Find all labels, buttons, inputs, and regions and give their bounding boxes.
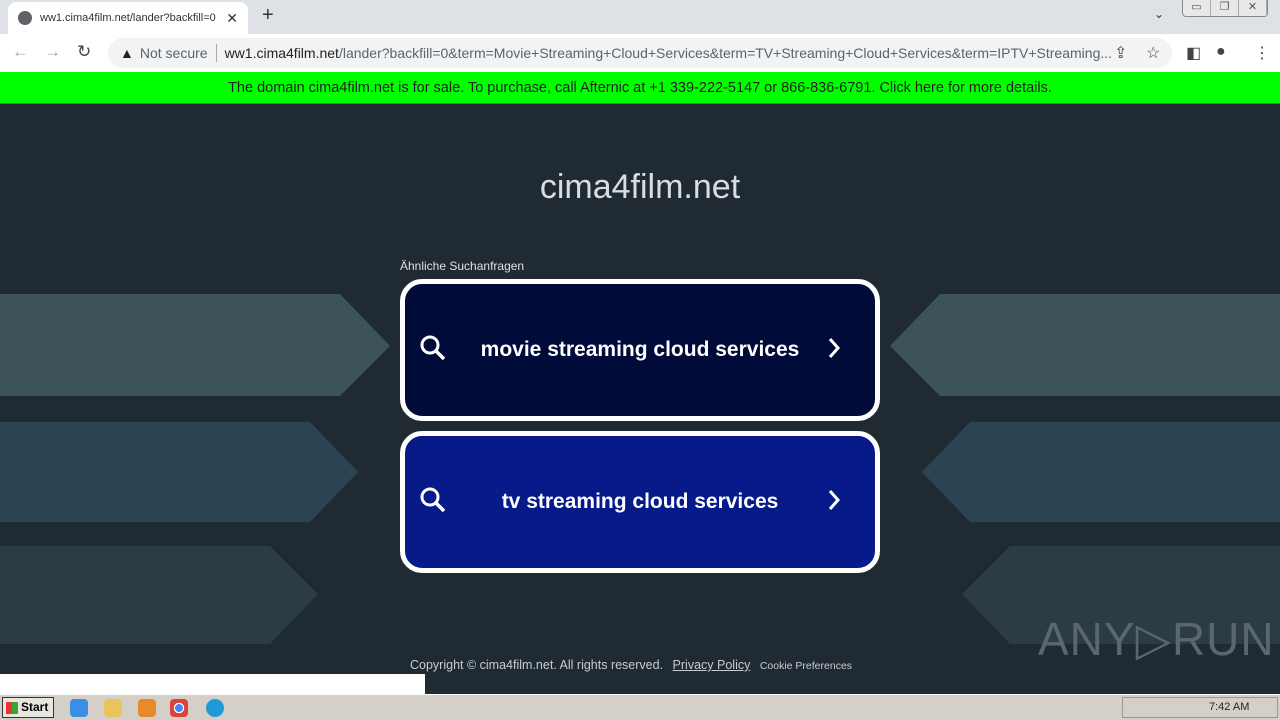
domain-title: cima4film.net	[539, 168, 741, 206]
clock[interactable]: 7:42 AM	[1209, 701, 1250, 713]
privacy-policy-link[interactable]: Privacy Policy	[672, 658, 751, 672]
divider	[215, 44, 217, 62]
globe-icon	[18, 11, 32, 25]
bg-arrow	[0, 294, 390, 396]
chrome-icon[interactable]	[170, 699, 188, 717]
taskbar: Start 7:42 AM	[0, 694, 1280, 720]
related-searches-label: Ähnliche Suchanfragen	[400, 259, 525, 273]
explorer-icon[interactable]	[104, 699, 122, 717]
tab-bar: ww1.cima4film.net/lander?backfill=0 ✕ + …	[0, 0, 1280, 34]
tab-search-chevron-icon[interactable]: ⌄	[1154, 7, 1165, 21]
bg-arrow	[922, 422, 1280, 522]
system-tray: 7:42 AM	[1122, 697, 1278, 718]
menu-icon[interactable]: ⋮	[1254, 45, 1270, 62]
search-result-button[interactable]: tv streaming cloud services	[400, 431, 880, 573]
tab-title: ww1.cima4film.net/lander?backfill=0	[40, 12, 216, 24]
browser-tab[interactable]: ww1.cima4film.net/lander?backfill=0 ✕	[8, 2, 248, 34]
search-icon	[420, 487, 446, 513]
bg-arrow	[890, 294, 1280, 396]
start-button[interactable]: Start	[2, 697, 54, 718]
bg-arrow	[962, 546, 1280, 644]
chevron-right-icon	[828, 490, 841, 510]
result-label: tv streaming cloud services	[501, 490, 779, 513]
close-window-button[interactable]: ✕	[1239, 0, 1267, 16]
cookie-preferences-link[interactable]: Cookie Preferences	[759, 660, 853, 672]
restore-button[interactable]: ❐	[1211, 0, 1239, 16]
domain-for-sale-banner[interactable]: The domain cima4film.net is for sale. To…	[0, 72, 1280, 104]
new-tab-button[interactable]: +	[262, 4, 274, 26]
reload-icon[interactable]: ↻	[77, 42, 92, 61]
side-panel-icon[interactable]: ◧	[1186, 45, 1202, 62]
minimize-button[interactable]: ▭	[1183, 0, 1211, 16]
back-icon[interactable]: ←	[12, 42, 29, 61]
close-tab-icon[interactable]: ✕	[226, 9, 238, 26]
chevron-right-icon	[828, 338, 841, 358]
status-bar	[0, 674, 425, 694]
browser-toolbar: ← → ↻ ▲ Not secure ww1.cima4film.net/lan…	[0, 34, 1280, 72]
anyrun-watermark-logo: ANY▷RUN	[1038, 613, 1275, 665]
url-path: /lander?backfill=0&term=Movie+Streaming+…	[338, 45, 1113, 61]
media-player-icon[interactable]	[138, 699, 156, 717]
address-bar[interactable]: ▲ Not secure ww1.cima4film.net/lander?ba…	[108, 38, 1172, 68]
warning-icon[interactable]: ▲	[120, 45, 134, 61]
profile-avatar-icon[interactable]: ●	[1216, 43, 1226, 60]
security-label[interactable]: Not secure	[139, 45, 208, 61]
result-label: movie streaming cloud services	[480, 338, 800, 361]
copyright-text: Copyright © cima4film.net. All rights re…	[410, 658, 664, 672]
search-result-button[interactable]: movie streaming cloud services	[400, 279, 880, 421]
search-icon	[420, 335, 446, 361]
bg-arrow	[0, 422, 358, 522]
bookmark-star-icon[interactable]: ☆	[1146, 45, 1161, 62]
window-controls: ▭❐✕	[1182, 0, 1268, 17]
footer: Copyright © cima4film.net. All rights re…	[410, 658, 852, 672]
url-host: ww1.cima4film.net	[224, 45, 339, 61]
edge-icon[interactable]	[206, 699, 224, 717]
forward-icon[interactable]: →	[44, 42, 61, 61]
share-icon[interactable]: ⇪	[1114, 45, 1128, 62]
ie-icon[interactable]	[70, 699, 88, 717]
bg-arrow	[0, 546, 318, 644]
background-arrows	[0, 294, 1280, 644]
